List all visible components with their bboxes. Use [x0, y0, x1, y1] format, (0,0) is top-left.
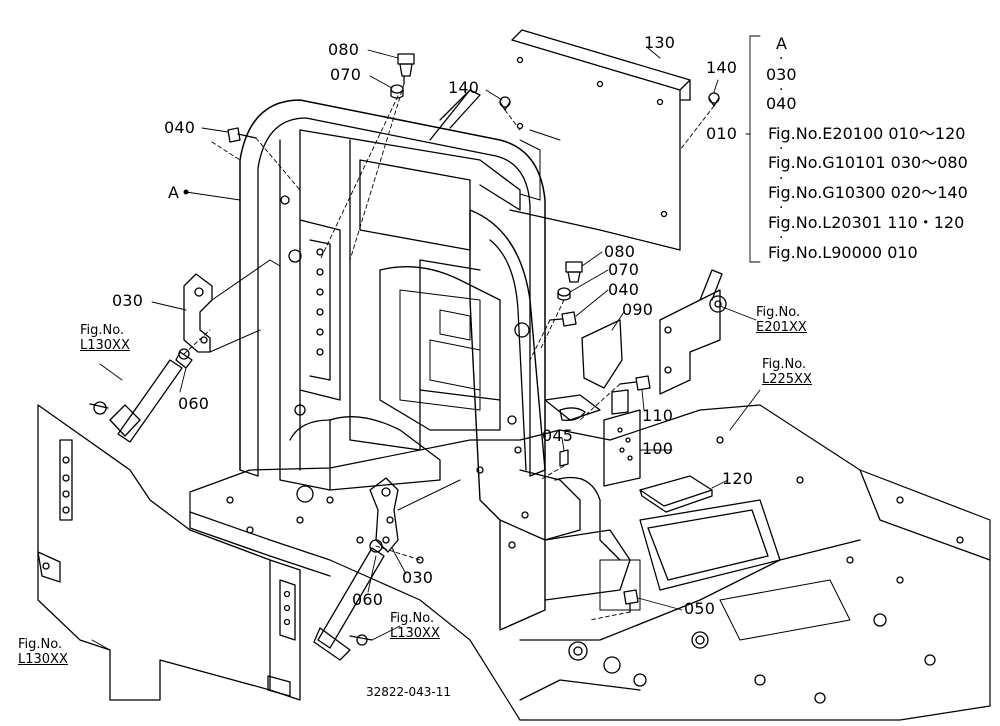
legend-item: 030	[766, 65, 797, 84]
callout-060-center: 060	[352, 590, 384, 609]
pin-045	[559, 449, 569, 467]
legend-dot-separator: ·	[779, 200, 784, 216]
left-bracket-plate	[37, 404, 301, 701]
legend-line: Fig.No.L20301 110・120	[768, 213, 965, 232]
fig-ref-code: L130XX	[18, 651, 68, 667]
fig-ref-code: E201XX	[756, 319, 807, 335]
callout-140-left: 140	[448, 78, 480, 97]
bolt-040-left	[227, 127, 257, 143]
callout-010: 010	[706, 124, 738, 143]
gas-strut-center	[313, 539, 385, 661]
fig-ref-prefix: Fig.No.	[80, 323, 125, 338]
bolt-050	[623, 589, 639, 613]
fig-ref-e201xx: Fig.No. E201XX	[756, 305, 807, 336]
legend-dot-separator: ·	[779, 82, 784, 98]
nut-140-b	[708, 92, 720, 107]
legend-head: A	[776, 34, 787, 53]
callout-040-right: 040	[608, 280, 640, 299]
main-cabin-frame	[239, 99, 546, 503]
fig-ref-prefix: Fig.No.	[756, 305, 801, 320]
fig-ref-l130xx-center: Fig.No. L130XX	[390, 611, 440, 642]
fig-ref-l130xx-left: Fig.No. L130XX	[80, 323, 130, 354]
base-frame	[189, 404, 991, 721]
legend-line: Fig.No.G10101 030～080	[768, 153, 968, 172]
callout-040-left: 040	[164, 118, 196, 137]
fig-ref-code: L130XX	[390, 625, 440, 641]
cover-100	[603, 389, 641, 487]
plate-090	[581, 319, 623, 389]
fig-ref-code: L225XX	[762, 371, 812, 387]
fig-ref-prefix: Fig.No.	[18, 637, 63, 652]
callout-120: 120	[722, 469, 754, 488]
callout-080-right: 080	[604, 242, 636, 261]
callout-110: 110	[642, 406, 674, 425]
fig-ref-code: L130XX	[80, 337, 130, 353]
washer-070-right	[557, 287, 571, 301]
callout-140-right: 140	[706, 58, 738, 77]
fig-ref-prefix: Fig.No.	[390, 611, 435, 626]
callout-090: 090	[622, 300, 654, 319]
leader-lines	[91, 35, 761, 651]
assembly-guide-lines	[183, 83, 715, 621]
callout-030-left: 030	[112, 291, 144, 310]
callout-a: A	[168, 183, 180, 202]
callout-060-left: 060	[178, 394, 210, 413]
bolt-040-right	[549, 311, 577, 327]
callout-045: 045	[542, 426, 574, 445]
legend-dot-separator: ·	[779, 230, 784, 246]
callout-030-center: 030	[402, 568, 434, 587]
drawing-number: 32822-043-11	[366, 685, 452, 699]
washer-070-top	[390, 84, 404, 99]
fig-ref-prefix: Fig.No.	[762, 357, 807, 372]
legend-line: Fig.No.G10300 020～140	[768, 183, 968, 202]
callout-130: 130	[644, 33, 676, 52]
bolt-080-right	[565, 261, 583, 283]
callout-070-top: 070	[330, 65, 362, 84]
rear-cover-panel	[509, 29, 691, 251]
legend-dot-separator: ·	[779, 141, 784, 157]
bracket-030-left	[183, 259, 281, 353]
legend-dot-separator: ·	[779, 51, 784, 67]
bracket-030-center	[369, 477, 461, 553]
fig-ref-l225xx: Fig.No. L225XX	[762, 357, 812, 388]
bolt-110	[619, 375, 651, 391]
nut-140-a	[499, 96, 511, 111]
legend-line: Fig.No.E20100 010～120	[768, 124, 966, 143]
reference-point-a	[183, 189, 189, 195]
fig-ref-l130xx-bottom: Fig.No. L130XX	[18, 637, 68, 668]
bolt-080-top	[397, 53, 415, 85]
callout-100: 100	[642, 439, 674, 458]
gas-strut-left	[89, 348, 193, 443]
top-strap	[429, 89, 481, 141]
legend-item: 040	[766, 94, 797, 113]
right-side-bracket	[659, 269, 727, 395]
right-pillar-console	[469, 209, 631, 631]
legend-dot-separator: ·	[779, 171, 784, 187]
callout-070-right: 070	[608, 260, 640, 279]
callout-080-top: 080	[328, 40, 360, 59]
callout-050: 050	[684, 599, 716, 618]
mat-120	[639, 475, 713, 513]
legend-line: Fig.No.L90000 010	[768, 243, 918, 262]
